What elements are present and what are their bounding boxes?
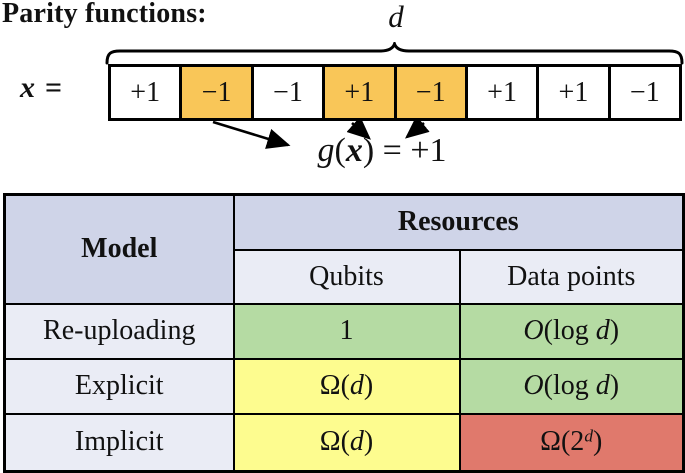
math-text: d: [584, 426, 593, 446]
math-text: ): [593, 426, 603, 458]
vector-cell: +1: [536, 67, 607, 118]
model-cell: Re-uploading: [3, 302, 235, 360]
math-text: O: [523, 315, 544, 346]
math-text: O: [523, 370, 544, 401]
math-text: ): [609, 370, 620, 401]
vector-cell: +1: [322, 67, 394, 118]
vector-cell: −1: [250, 67, 322, 118]
arrow-from-cell-5: [404, 121, 430, 139]
table-row: Explicit Ω(d) O(log d): [3, 357, 685, 415]
vector-cell-value: −1: [201, 76, 232, 108]
model-cell: Explicit: [3, 357, 235, 415]
x-symbol: x: [20, 71, 35, 104]
math-text: (log: [543, 315, 596, 346]
vector-cell-value: −1: [415, 76, 446, 108]
vector-cell-value: +1: [344, 76, 375, 108]
vector-cell-value: −1: [273, 76, 303, 108]
math-text: d: [349, 370, 364, 401]
vector-cell-value: +1: [558, 76, 589, 108]
data-points-cell: O(log d): [458, 357, 685, 415]
math-text: ): [363, 426, 374, 458]
overbrace: [105, 42, 684, 65]
vector-cell: −1: [607, 67, 679, 118]
math-text: Ω(: [319, 370, 350, 401]
qubits-cell: 1: [232, 302, 461, 360]
math-text: ): [609, 315, 620, 346]
math-text: Ω(2: [540, 426, 585, 458]
vector-cell: +1: [111, 67, 179, 118]
math-text: d: [349, 426, 364, 458]
data-points-cell: O(log d): [458, 302, 685, 360]
table-row: Re-uploading 1 O(log d): [3, 302, 685, 360]
qubits-cell: Ω(d): [232, 412, 461, 473]
math-text: d: [595, 370, 610, 401]
g-symbol: g: [317, 132, 335, 169]
open-paren: (: [334, 132, 346, 169]
model-header: Model: [3, 193, 235, 305]
parity-output-label: g(x) = +1: [268, 132, 496, 170]
vector-cell-value: −1: [629, 76, 660, 108]
output-value: = +1: [382, 132, 447, 169]
math-text: d: [595, 315, 610, 346]
data-points-header: Data points: [458, 248, 685, 305]
vector-cell-value: +1: [487, 76, 517, 108]
close-paren: ): [362, 132, 375, 169]
arrow-from-cell-2: [212, 121, 291, 149]
table-header-row-2: Qubits Data points: [5, 248, 685, 305]
math-text: 1: [339, 315, 354, 346]
resources-header: Resources: [232, 193, 685, 251]
vector-cell: −1: [179, 67, 251, 118]
vector-cell: +1: [464, 67, 536, 118]
vector-equation-label: x=: [20, 71, 62, 105]
table-header-row-1: Model Resources: [3, 193, 685, 305]
table-row: Implicit Ω(d) Ω(2d): [3, 412, 685, 473]
input-vector: +1 −1 −1 +1 −1 +1 +1 −1: [108, 64, 682, 121]
math-text: Ω(: [319, 426, 350, 458]
arrow-from-cell-4: [346, 121, 371, 140]
x-symbol: x: [345, 132, 363, 169]
math-text: ): [363, 370, 374, 401]
qubits-header: Qubits: [232, 248, 461, 305]
vector-cell: −1: [393, 67, 465, 118]
vector-cell-value: +1: [130, 76, 161, 108]
figure-title: Parity functions:: [2, 0, 207, 29]
resources-table: Model Resources Qubits Data points Re-up…: [3, 193, 685, 473]
model-cell: Implicit: [3, 412, 235, 473]
parity-arrows: [212, 121, 430, 149]
dimension-label: d: [388, 0, 404, 34]
math-text: (log: [543, 370, 596, 401]
equals-sign: =: [45, 71, 63, 104]
data-points-cell: Ω(2d): [458, 412, 685, 473]
qubits-cell: Ω(d): [232, 357, 461, 415]
